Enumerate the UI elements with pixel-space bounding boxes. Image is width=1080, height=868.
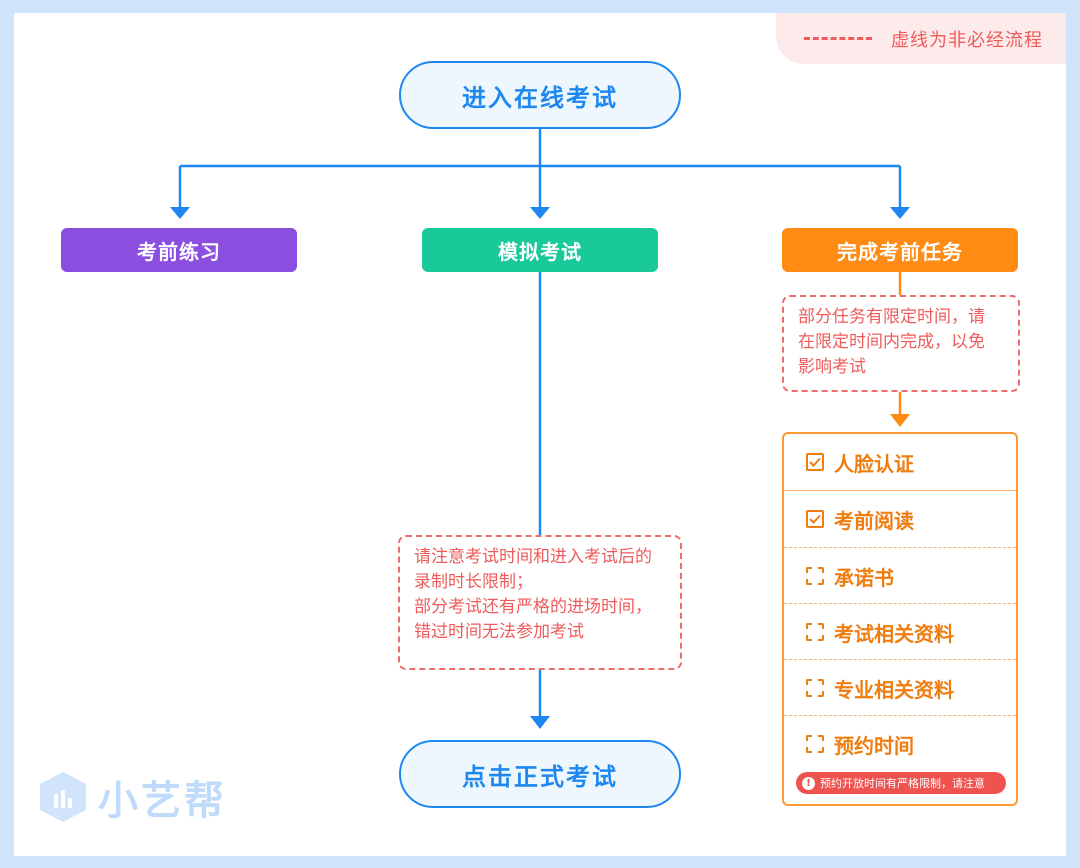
tasks-note-line: 在限定时间内完成，以免 xyxy=(798,332,985,352)
checklist-item-label: 考试相关资料 xyxy=(834,621,954,646)
checkbox-checked-icon xyxy=(806,453,824,471)
checkbox-empty-icon xyxy=(806,735,824,753)
mock-note-line: 请注意考试时间和进入考试后的 xyxy=(414,547,652,567)
logo-text: 小艺帮 xyxy=(98,778,227,824)
practice-node: 考前练习 xyxy=(61,228,297,272)
arrow-mock xyxy=(530,207,550,219)
checklist-divider xyxy=(784,659,1016,660)
checklist-item-label: 预约时间 xyxy=(834,733,914,758)
legend-dashed-line xyxy=(804,37,872,40)
checklist-warning: ! 预约开放时间有严格限制，请注意 xyxy=(796,772,1006,794)
checklist-divider xyxy=(784,547,1016,548)
checklist-warning-text: 预约开放时间有严格限制，请注意 xyxy=(820,777,985,790)
checklist-item-label: 承诺书 xyxy=(834,565,894,590)
checklist-divider xyxy=(784,603,1016,604)
brand-logo: 小艺帮 xyxy=(38,768,227,826)
mock-note-line: 部分考试还有严格的进场时间， xyxy=(414,597,652,617)
tasks-note-line: 影响考试 xyxy=(798,357,866,377)
mock-note: 请注意考试时间和进入考试后的 录制时长限制； 部分考试还有严格的进场时间， 错过… xyxy=(398,535,682,670)
checklist-item-label: 考前阅读 xyxy=(834,508,914,533)
checklist-item: 考前阅读 xyxy=(784,491,1016,547)
checklist-item-label: 人脸认证 xyxy=(834,451,914,476)
arrow-end xyxy=(530,716,550,729)
tasks-note-line: 部分任务有限定时间，请 xyxy=(798,307,985,327)
checklist-divider xyxy=(784,715,1016,716)
checklist-divider xyxy=(784,490,1016,491)
legend-text: 虚线为非必经流程 xyxy=(891,30,1043,51)
mock-note-line: 错过时间无法参加考试 xyxy=(414,622,584,642)
checklist-item: 承诺书 xyxy=(784,548,1016,604)
tasks-node: 完成考前任务 xyxy=(782,228,1018,272)
checkbox-empty-icon xyxy=(806,623,824,641)
legend: 虚线为非必经流程 xyxy=(776,13,1066,64)
checklist-item: 预约时间 xyxy=(784,716,1016,772)
end-node: 点击正式考试 xyxy=(399,740,681,808)
mock-note-line: 录制时长限制； xyxy=(414,572,533,592)
arrow-tasks xyxy=(890,207,910,219)
checkbox-empty-icon xyxy=(806,679,824,697)
checkbox-empty-icon xyxy=(806,567,824,585)
mock-exam-node: 模拟考试 xyxy=(422,228,658,272)
checklist-item-label: 专业相关资料 xyxy=(834,677,954,702)
checklist-item: 人脸认证 xyxy=(784,434,1016,490)
start-node: 进入在线考试 xyxy=(399,61,681,129)
arrow-checklist xyxy=(890,414,910,427)
tasks-note: 部分任务有限定时间，请 在限定时间内完成，以免 影响考试 xyxy=(782,295,1020,392)
checklist-item: 考试相关资料 xyxy=(784,604,1016,660)
logo-icon xyxy=(40,772,86,822)
checkbox-checked-icon xyxy=(806,510,824,528)
arrow-practice xyxy=(170,207,190,219)
checklist-item: 专业相关资料 xyxy=(784,660,1016,716)
warning-icon: ! xyxy=(802,776,815,790)
task-checklist: 人脸认证 考前阅读 承诺书 考试相关资料 专业相关资料 预约时间 ! 预约开放时… xyxy=(782,432,1018,806)
